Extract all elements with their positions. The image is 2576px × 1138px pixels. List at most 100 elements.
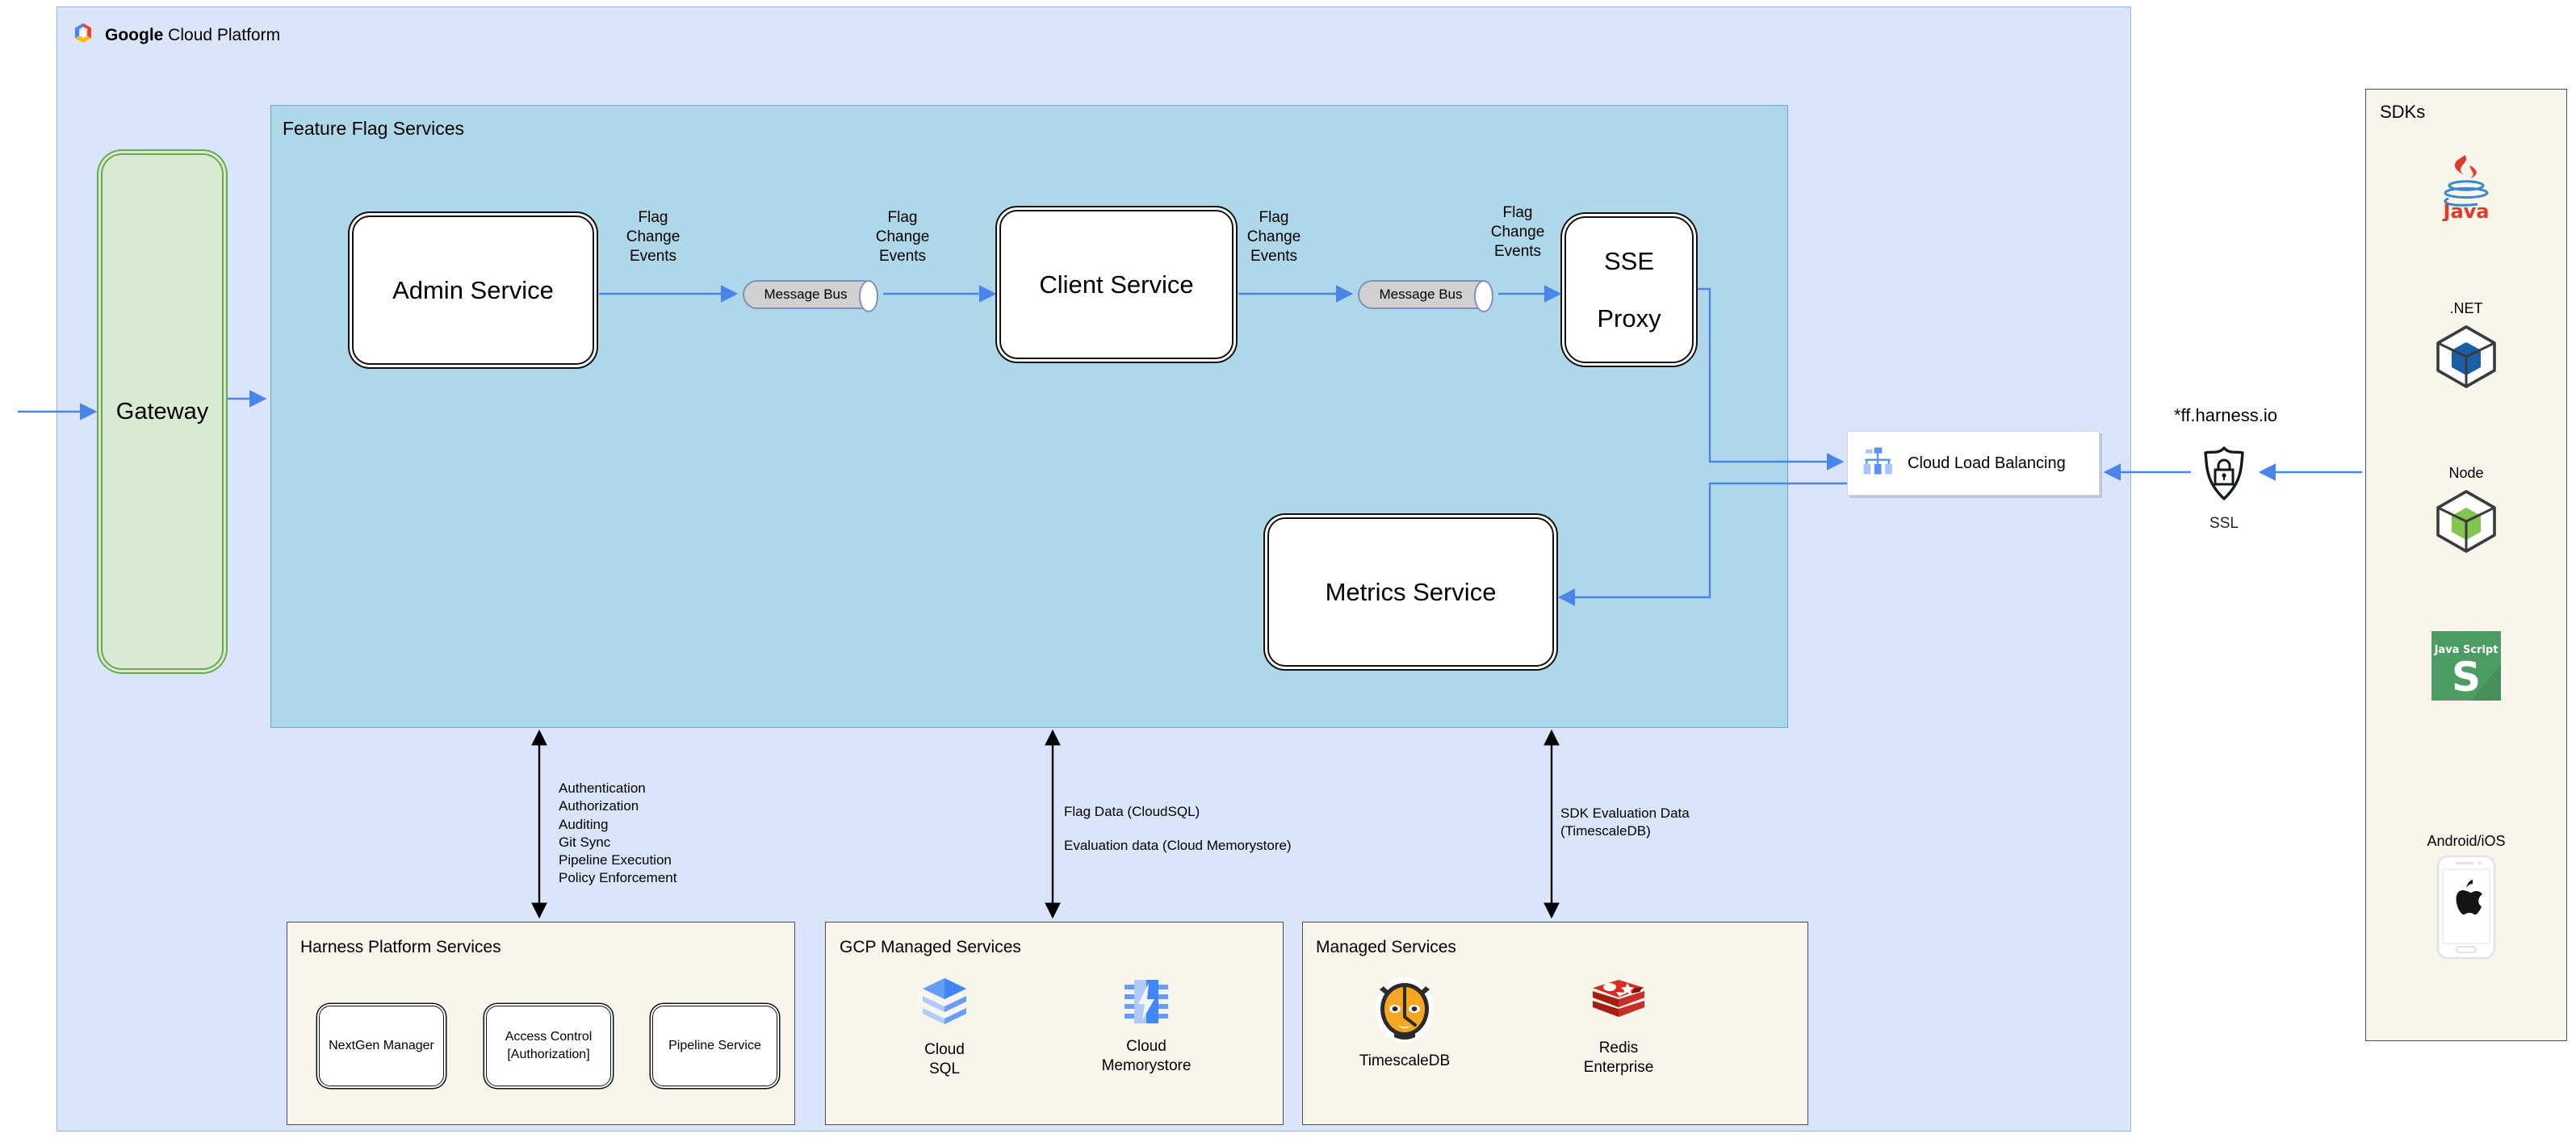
sdk-item-javascript[interactable]: Java Script S (2365, 631, 2567, 705)
ssl-label: SSL (2209, 515, 2239, 532)
fce-line3: Events (1493, 242, 1542, 260)
access-control-line2: [Authorization] (507, 1048, 590, 1061)
flag-change-events-label-4: Flag Change Events (1473, 203, 1562, 261)
client-service-node[interactable]: Client Service (999, 210, 1234, 359)
fce-line1: Flag (887, 209, 918, 226)
cylinder-cap-icon (1474, 280, 1493, 312)
access-control-line1: Access Control (505, 1030, 593, 1044)
gcp-managed-services-panel (825, 922, 1284, 1125)
sdk-caption-dotnet: .NET (2449, 300, 2483, 316)
cloud-sql-icon (892, 975, 997, 1035)
gcp-managed-annotation: Flag Data (CloudSQL) Evaluation data (Cl… (1064, 803, 1355, 856)
flag-change-events-label-3: Flag Change Events (1229, 208, 1318, 266)
pipeline-service-node[interactable]: Pipeline Service (652, 1006, 777, 1086)
client-service-label: Client Service (1039, 270, 1194, 299)
redis-line1: Redis (1598, 1040, 1639, 1056)
annotation-sdk-eval-line2: (TimescaleDB) (1560, 823, 1651, 839)
sdk-item-node[interactable]: Node (2365, 465, 2567, 560)
flag-change-events-label-2: Flag Change Events (858, 208, 947, 266)
cylinder-cap-icon (859, 280, 878, 312)
admin-service-node[interactable]: Admin Service (352, 215, 594, 365)
access-control-node[interactable]: Access Control [Authorization] (486, 1006, 611, 1086)
annotation-line: Authorization (559, 798, 639, 814)
java-logo-icon: Java (2365, 152, 2567, 225)
feature-flag-services-title: Feature Flag Services (283, 118, 464, 139)
admin-service-label: Admin Service (392, 275, 554, 304)
message-bus-node-1[interactable]: Message Bus (743, 280, 878, 312)
timescaledb-label: TimescaleDB (1340, 1052, 1469, 1071)
svg-text:Java Script: Java Script (2434, 644, 2499, 656)
nextgen-manager-label: NextGen Manager (329, 1039, 434, 1053)
svg-text:Java: Java (2442, 200, 2490, 221)
sdk-caption-android-ios: Android/iOS (2427, 833, 2506, 849)
fce-line3: Events (1250, 247, 1298, 265)
annotation-evaluation-data: Evaluation data (Cloud Memorystore) (1064, 838, 1292, 854)
nextgen-manager-node[interactable]: NextGen Manager (319, 1006, 444, 1086)
fce-line2: Change (626, 228, 681, 245)
ssl-shield-lock-icon (2197, 446, 2251, 502)
redis-line2: Enterprise (1583, 1058, 1654, 1076)
annotation-line: Git Sync (559, 834, 611, 850)
gateway-node[interactable]: Gateway (101, 153, 224, 670)
fce-line3: Events (629, 247, 677, 265)
harness-platform-annotation: Authentication Authorization Auditing Gi… (559, 780, 801, 888)
gcp-header: Google Cloud Platform (71, 21, 410, 48)
ff-hostname-label: *ff.harness.io (2173, 405, 2277, 425)
cloud-memorystore-item[interactable]: Cloud Memorystore (1074, 975, 1219, 1076)
gcp-title-bold: Google (105, 25, 164, 44)
mobile-apple-icon (2365, 855, 2567, 964)
timescaledb-item[interactable]: TimescaleDB (1340, 977, 1469, 1071)
message-bus-label: Message Bus (1379, 287, 1463, 302)
gcp-managed-services-title: GCP Managed Services (840, 938, 1021, 956)
redis-enterprise-icon (1558, 978, 1679, 1034)
fce-line1: Flag (1502, 204, 1533, 221)
cloud-sql-label: Cloud SQL (892, 1040, 997, 1079)
sse-proxy-label-line2: Proxy (1597, 303, 1661, 333)
javascript-logo-icon: Java Script S (2365, 631, 2567, 705)
annotation-line: Pipeline Execution (559, 852, 672, 868)
sdks-panel-title: SDKs (2380, 102, 2426, 122)
redis-enterprise-item[interactable]: Redis Enterprise (1558, 978, 1679, 1077)
cloud-sql-line2: SQL (928, 1060, 961, 1077)
cloud-load-balancing-label: Cloud Load Balancing (1908, 454, 2066, 472)
gcp-panel-title: Google Cloud Platform (105, 27, 280, 44)
annotation-line: Policy Enforcement (559, 870, 677, 886)
managed-services-annotation: SDK Evaluation Data (TimescaleDB) (1560, 805, 1803, 841)
metrics-service-node[interactable]: Metrics Service (1267, 517, 1554, 667)
cloud-memorystore-line1: Cloud (1126, 1038, 1167, 1055)
cloud-load-balancing-icon (1861, 445, 1895, 483)
flag-change-events-label-1: Flag Change Events (609, 208, 697, 266)
sse-proxy-label-line1: SSE (1603, 246, 1655, 275)
cloud-memorystore-icon (1074, 975, 1219, 1032)
access-control-label: Access Control [Authorization] (505, 1028, 593, 1063)
message-bus-node-2[interactable]: Message Bus (1358, 280, 1493, 312)
annotation-line: Authentication (559, 780, 646, 796)
svg-text:S: S (2452, 654, 2481, 701)
fce-line2: Change (1490, 223, 1545, 241)
google-cloud-logo-icon (71, 21, 95, 49)
cloud-load-balancing-node[interactable]: Cloud Load Balancing (1847, 431, 2100, 496)
gateway-label: Gateway (115, 398, 209, 425)
timescaledb-line1: TimescaleDB (1359, 1052, 1451, 1069)
message-bus-label: Message Bus (764, 287, 848, 302)
redis-enterprise-label: Redis Enterprise (1558, 1039, 1679, 1077)
annotation-line: Auditing (559, 816, 609, 832)
sdk-item-dotnet[interactable]: .NET (2365, 300, 2567, 395)
gcp-title-rest: Cloud Platform (163, 25, 281, 44)
timescaledb-tiger-icon (1340, 977, 1469, 1047)
fce-line1: Flag (638, 209, 668, 226)
sdk-item-java[interactable]: Java (2365, 152, 2567, 225)
sse-proxy-node[interactable]: SSE Proxy (1564, 216, 1694, 363)
sse-proxy-label: SSE Proxy (1597, 247, 1661, 333)
sdk-item-android-ios[interactable]: Android/iOS (2365, 833, 2567, 964)
fce-line1: Flag (1259, 209, 1289, 226)
sdk-caption-node: Node (2448, 465, 2484, 481)
node-cube-icon (2365, 487, 2567, 560)
harness-platform-services-title: Harness Platform Services (300, 938, 501, 956)
cloud-sql-item[interactable]: Cloud SQL (892, 975, 997, 1079)
fce-line2: Change (1246, 228, 1301, 245)
feature-flag-services-panel (270, 105, 1788, 728)
pipeline-service-label: Pipeline Service (668, 1039, 761, 1053)
managed-services-title: Managed Services (1316, 938, 1456, 956)
